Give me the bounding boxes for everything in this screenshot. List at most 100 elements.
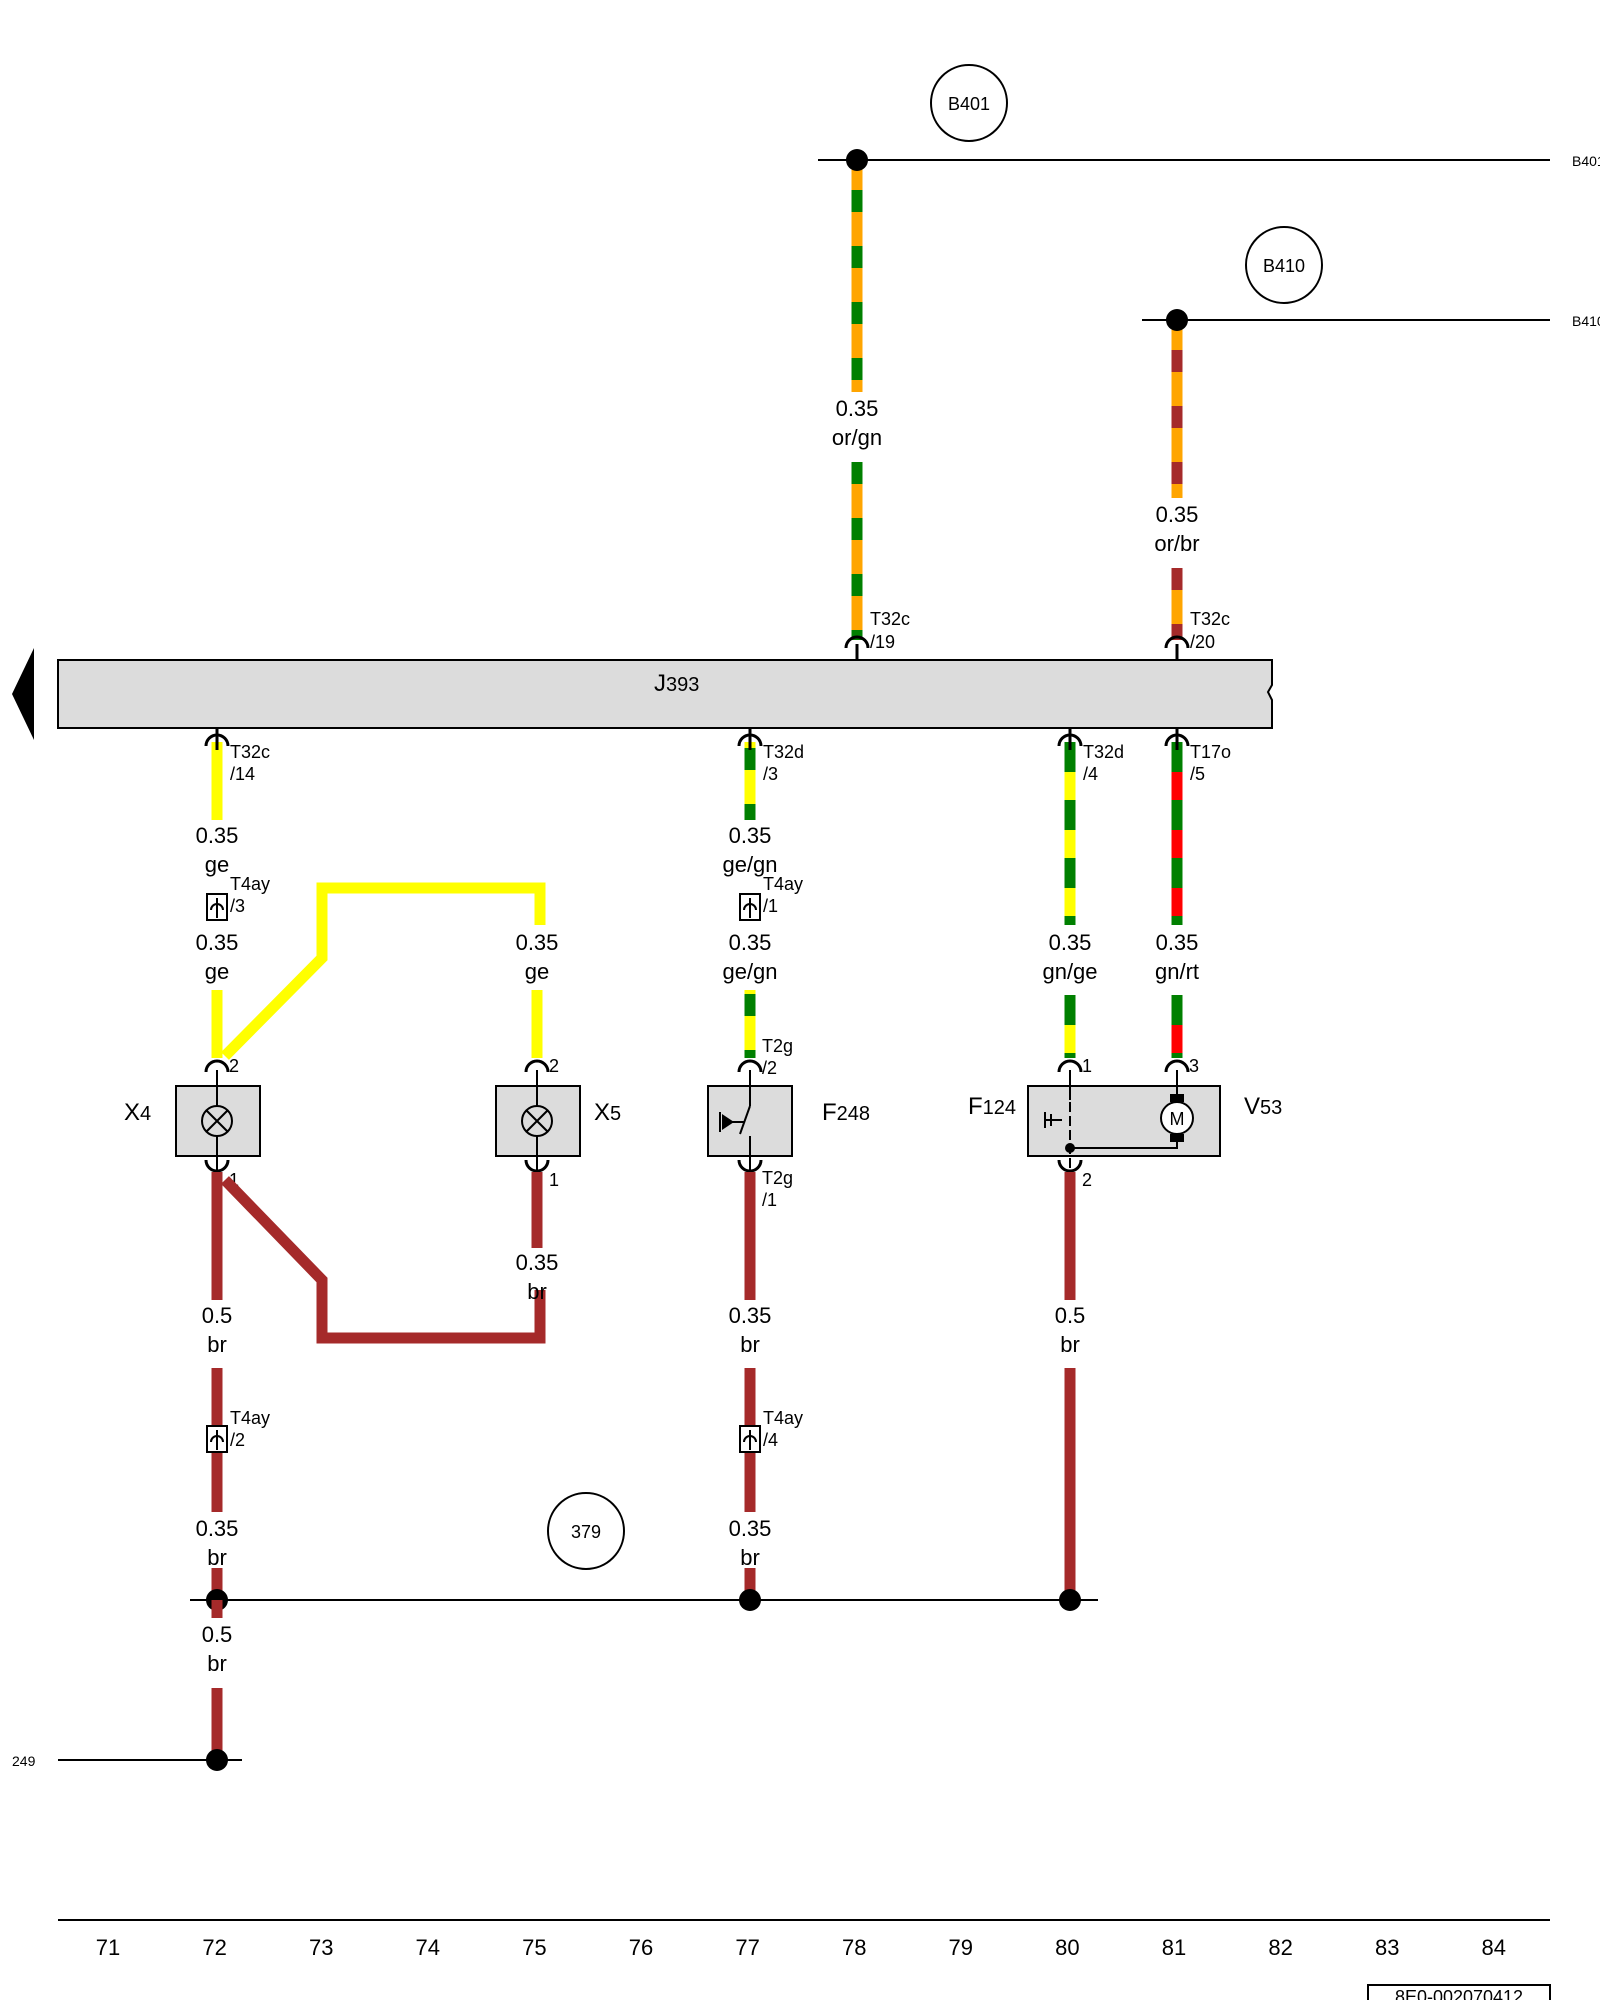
wire-75-low-size: 0.35 — [516, 1250, 559, 1275]
lamp-x4-pin-top: 2 — [229, 1056, 239, 1076]
connector-t32c-14 — [204, 728, 230, 750]
junction-dot-80 — [1059, 1589, 1081, 1611]
wire-72-gnd-size: 0.5 — [202, 1622, 233, 1647]
wire-77-mid-color: ge/gn — [722, 959, 777, 984]
lamp-x4-pin-bottom: 1 — [229, 1170, 239, 1190]
connector-t2g-2-name: T2g — [762, 1036, 793, 1056]
lamp-x5-label: X5 — [594, 1099, 621, 1126]
drawing-number-box: 8E0-002070412 — [1367, 1984, 1551, 2000]
wire-81-top-size: 0.35 — [1156, 930, 1199, 955]
wire-b410-color: or/br — [1154, 531, 1199, 556]
edge-label-249: 249 — [12, 1753, 36, 1769]
connector-t32c-14-pin: /14 — [230, 764, 255, 784]
junction-dot-b410 — [1166, 309, 1188, 331]
connector-t4ay-4-name: T4ay — [763, 1408, 803, 1428]
wire-77-bot-size: 0.35 — [729, 1516, 772, 1541]
connector-t4ay-3-pin: /3 — [230, 896, 245, 916]
grid-number-71: 71 — [96, 1935, 120, 1960]
circle-b401-label: B401 — [948, 94, 990, 114]
edge-label-b410: B410 — [1572, 313, 1600, 329]
connector-t4ay-4-pin: /4 — [763, 1430, 778, 1450]
junction-dot-249 — [206, 1749, 228, 1771]
connector-t32d-4-pin: /4 — [1083, 764, 1098, 784]
wire-72-low-size: 0.5 — [202, 1303, 233, 1328]
wire-75-top-size: 0.35 — [516, 930, 559, 955]
circle-b410: B410 — [1245, 226, 1323, 304]
wire-80-top-color: gn/ge — [1042, 959, 1097, 984]
wire-72-mid-color: ge — [205, 959, 229, 984]
connector-t4ay-2-pin: /2 — [230, 1430, 245, 1450]
grid-number-83: 83 — [1375, 1935, 1399, 1960]
motor-v53-pin-top: 3 — [1189, 1056, 1199, 1076]
grid-number-77: 77 — [735, 1935, 759, 1960]
connector-t32d-3-pin: /3 — [763, 764, 778, 784]
switch-f248 — [707, 1059, 793, 1173]
connector-t4ay-4 — [739, 1425, 761, 1453]
wire-77-bot-color: br — [740, 1545, 760, 1570]
grid-number-84: 84 — [1482, 1935, 1506, 1960]
connector-t2g-1-pin: /1 — [762, 1190, 777, 1210]
edge-label-b401: B401 — [1572, 153, 1600, 169]
lamp-x5-pin-top: 2 — [549, 1056, 559, 1076]
connector-t4ay-3-name: T4ay — [230, 874, 270, 894]
connector-t2g-2-pin: /2 — [762, 1058, 777, 1078]
connector-t32c-19-name: T32c — [870, 609, 910, 629]
switch-f248-label: F248 — [822, 1099, 870, 1126]
motor-symbol: M — [1170, 1109, 1185, 1129]
connector-t2g-1-name: T2g — [762, 1168, 793, 1188]
control-unit-j393-label: J393 — [654, 670, 699, 697]
connector-t32c-19-pin: /19 — [870, 632, 895, 652]
grid-number-81: 81 — [1162, 1935, 1186, 1960]
grid-number-82: 82 — [1268, 1935, 1292, 1960]
connector-t32c-20-name: T32c — [1190, 609, 1230, 629]
connector-t32c-20 — [1164, 635, 1190, 660]
junction-dot-b401 — [846, 149, 868, 171]
wire-80-low-color: br — [1060, 1332, 1080, 1357]
circle-b401: B401 — [930, 64, 1008, 142]
lamp-x4-label: X4 — [124, 1099, 151, 1126]
wire-77-top-color: ge/gn — [722, 852, 777, 877]
wire-75-top-color: ge — [525, 959, 549, 984]
circle-b410-label: B410 — [1263, 256, 1305, 276]
lamp-x5-pin-bottom: 1 — [549, 1170, 559, 1190]
wire-72-gnd-color: br — [207, 1651, 227, 1676]
control-unit-j393 — [12, 648, 1273, 740]
wire-77-low-color: br — [740, 1332, 760, 1357]
wire-72-mid — [211, 882, 546, 1060]
connector-t32c-14-name: T32c — [230, 742, 270, 762]
wire-72-low-color: br — [207, 1332, 227, 1357]
connector-t4ay-1 — [739, 893, 761, 921]
grid-number-79: 79 — [949, 1935, 973, 1960]
circle-379: 379 — [547, 1492, 625, 1570]
switch-f124-label: F124 — [968, 1093, 1016, 1120]
connector-t32d-4-name: T32d — [1083, 742, 1124, 762]
wire-72-top-size: 0.35 — [196, 823, 239, 848]
grid-number-76: 76 — [629, 1935, 653, 1960]
wire-72-mid-size: 0.35 — [196, 930, 239, 955]
connector-t4ay-1-pin: /1 — [763, 896, 778, 916]
connector-t4ay-3 — [206, 893, 228, 921]
wire-80-low-size: 0.5 — [1055, 1303, 1086, 1328]
wire-77-top-size: 0.35 — [729, 823, 772, 848]
switch-f124-motor-v53 — [1027, 1059, 1221, 1173]
switch-f124-pin-bottom: 2 — [1082, 1170, 1092, 1190]
wire-81-top-color: gn/rt — [1155, 959, 1199, 984]
connector-t4ay-2 — [206, 1425, 228, 1453]
grid-number-80: 80 — [1055, 1935, 1079, 1960]
switch-f124-pin-top: 1 — [1082, 1056, 1092, 1076]
wire-b410-size: 0.35 — [1156, 502, 1199, 527]
connector-t17o-5-pin: /5 — [1190, 764, 1205, 784]
connector-t4ay-1-name: T4ay — [763, 874, 803, 894]
continuation-arrow-icon — [12, 648, 34, 740]
grid-number-73: 73 — [309, 1935, 333, 1960]
wire-72-low — [211, 1172, 546, 1344]
lamp-x5 — [495, 1059, 581, 1173]
connector-t17o-5-name: T17o — [1190, 742, 1231, 762]
junction-dot-77 — [739, 1589, 761, 1611]
connector-t17o-5 — [1164, 728, 1190, 750]
grid-number-75: 75 — [522, 1935, 546, 1960]
grid-number-74: 74 — [416, 1935, 440, 1960]
grid-number-72: 72 — [202, 1935, 226, 1960]
wire-72-bot-size: 0.35 — [196, 1516, 239, 1541]
